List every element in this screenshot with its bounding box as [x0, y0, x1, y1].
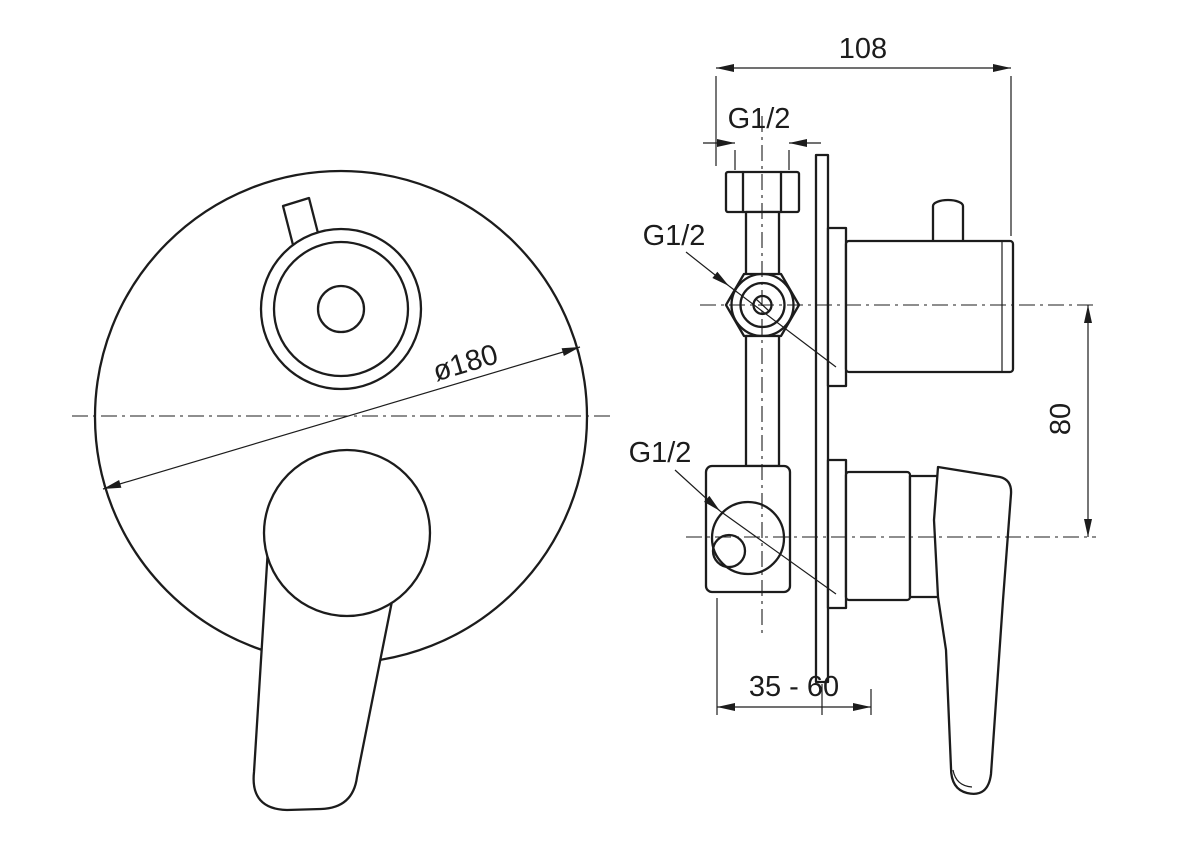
wall-plate: [814, 153, 830, 684]
inlet-leader-arrow: [685, 251, 730, 287]
front-view: ø180: [72, 169, 612, 812]
handle-boss: [262, 448, 432, 618]
thread-label-top: G1/2: [728, 103, 791, 135]
mixer-handle-side: [932, 465, 1013, 795]
handle-tip-line: [952, 769, 973, 788]
thread-label-inlet: G1/2: [643, 220, 706, 252]
dim-label-80: 80: [1045, 403, 1077, 435]
thread-label-outlet: G1/2: [629, 437, 692, 469]
outlet-port: [710, 500, 786, 576]
outlet-valve-body: [704, 464, 792, 594]
lower-body: [844, 470, 912, 602]
dim-label-108: 108: [839, 33, 887, 65]
mixer-body: [844, 239, 1015, 374]
outlet-leader-arrow: [674, 469, 721, 512]
outlet-port-inner: [711, 533, 747, 569]
inlet-leader-tail: [728, 285, 837, 368]
temperature-knob: [931, 198, 965, 241]
dim-label-depth-range: 35 - 60: [749, 671, 839, 703]
diverter-knob-outer: [259, 227, 423, 391]
outlet-leader-tail: [719, 510, 837, 595]
diameter-dimension-line: [102, 346, 581, 490]
diverter-knob-center: [316, 284, 366, 334]
lower-flange: [826, 458, 848, 610]
side-view: 108 G1/2 G1/2 G1/2 80 35 - 60: [629, 33, 1096, 795]
